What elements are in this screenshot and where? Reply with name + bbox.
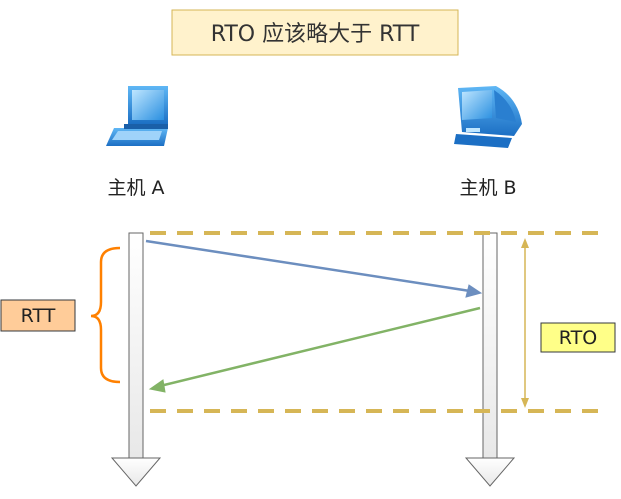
- timeline-b: [464, 232, 516, 487]
- rto-label: RTO: [559, 327, 597, 349]
- desktop-computer-icon: [454, 86, 522, 148]
- send-arrow: [145, 239, 483, 298]
- rto-label-box: RTO: [540, 322, 616, 353]
- rto-span-arrow: [521, 238, 529, 408]
- rtt-brace: [90, 246, 121, 384]
- host-b-label: 主机 B: [459, 177, 516, 199]
- title-box: RTO 应该略大于 RTT: [171, 9, 459, 56]
- timeline-a: [110, 232, 162, 487]
- diagram-title: RTO 应该略大于 RTT: [211, 22, 420, 47]
- laptop-icon: [106, 86, 168, 146]
- rtt-label-box: RTT: [0, 299, 76, 332]
- rtt-label: RTT: [21, 305, 56, 327]
- ack-arrow: [148, 306, 481, 393]
- host-a-label: 主机 A: [107, 177, 164, 199]
